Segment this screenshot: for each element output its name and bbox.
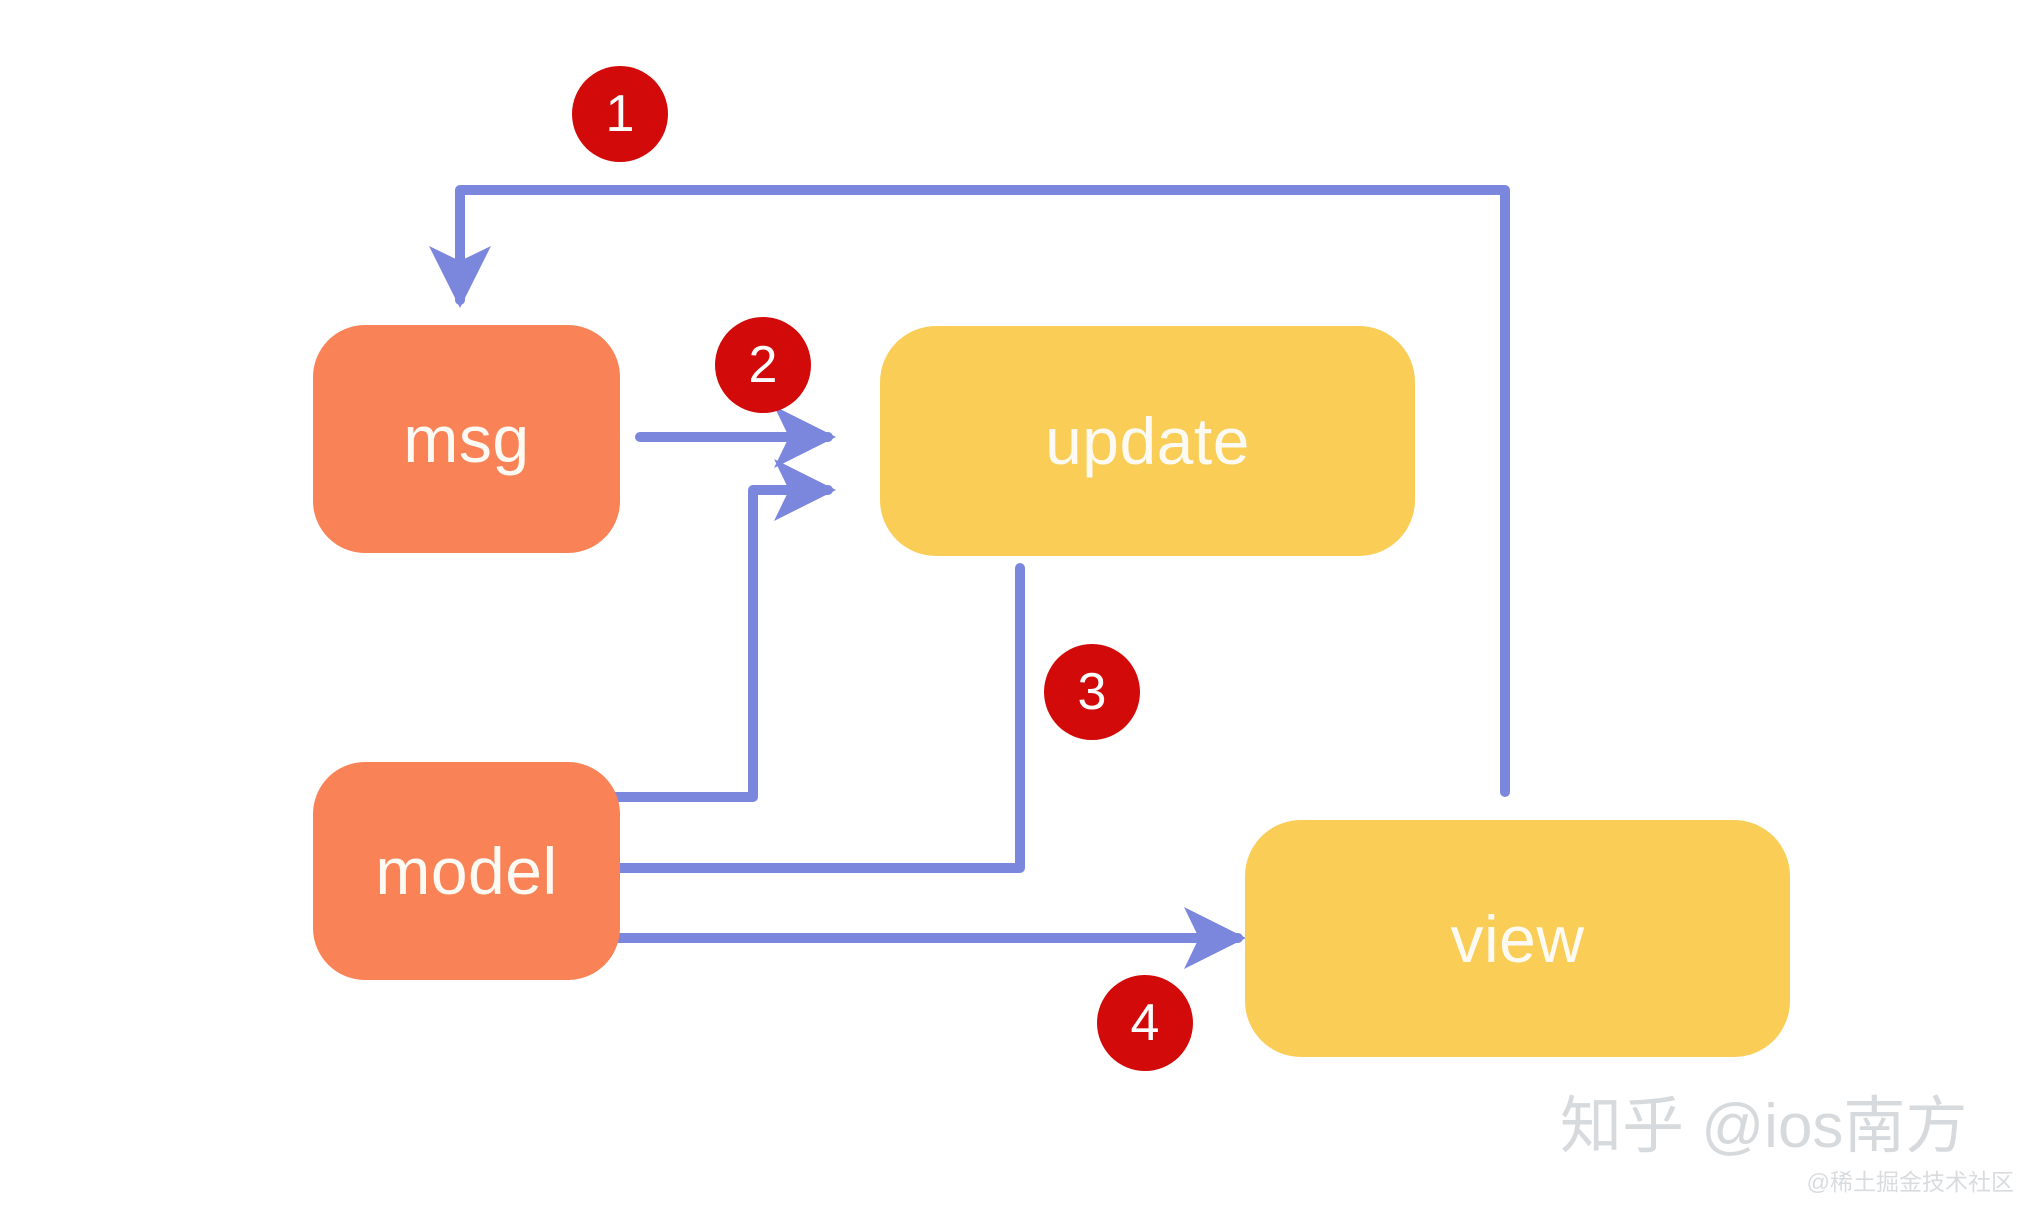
edge-view-to-msg xyxy=(429,185,1510,797)
edge-update-to-model xyxy=(488,563,1025,899)
watermark-sub-text: @稀土掘金技术社区 xyxy=(1806,1169,2014,1196)
watermark-main-text: 知乎 @ios南方 xyxy=(1560,1092,1968,1161)
step-badge-4-label: 4 xyxy=(1130,994,1160,1052)
step-badge-3-label: 3 xyxy=(1077,663,1107,721)
node-model[interactable]: model xyxy=(313,762,620,980)
node-view-label: view xyxy=(1450,901,1585,976)
watermark: 知乎 @ios南方 @稀土掘金技术社区 xyxy=(1560,1094,2020,1197)
step-badge-2: 2 xyxy=(715,317,811,413)
node-msg[interactable]: msg xyxy=(313,325,620,553)
step-badge-1-label: 1 xyxy=(605,85,635,143)
step-badge-4: 4 xyxy=(1097,975,1193,1071)
step-badge-1: 1 xyxy=(572,66,668,162)
node-model-label: model xyxy=(375,834,558,908)
edge-model-to-update xyxy=(487,459,836,802)
step-badge-3: 3 xyxy=(1044,644,1140,740)
node-msg-label: msg xyxy=(403,402,530,476)
node-update-label: update xyxy=(1045,404,1250,478)
step-badge-2-label: 2 xyxy=(748,336,778,394)
node-view[interactable]: view xyxy=(1245,820,1790,1057)
node-update[interactable]: update xyxy=(880,326,1415,556)
